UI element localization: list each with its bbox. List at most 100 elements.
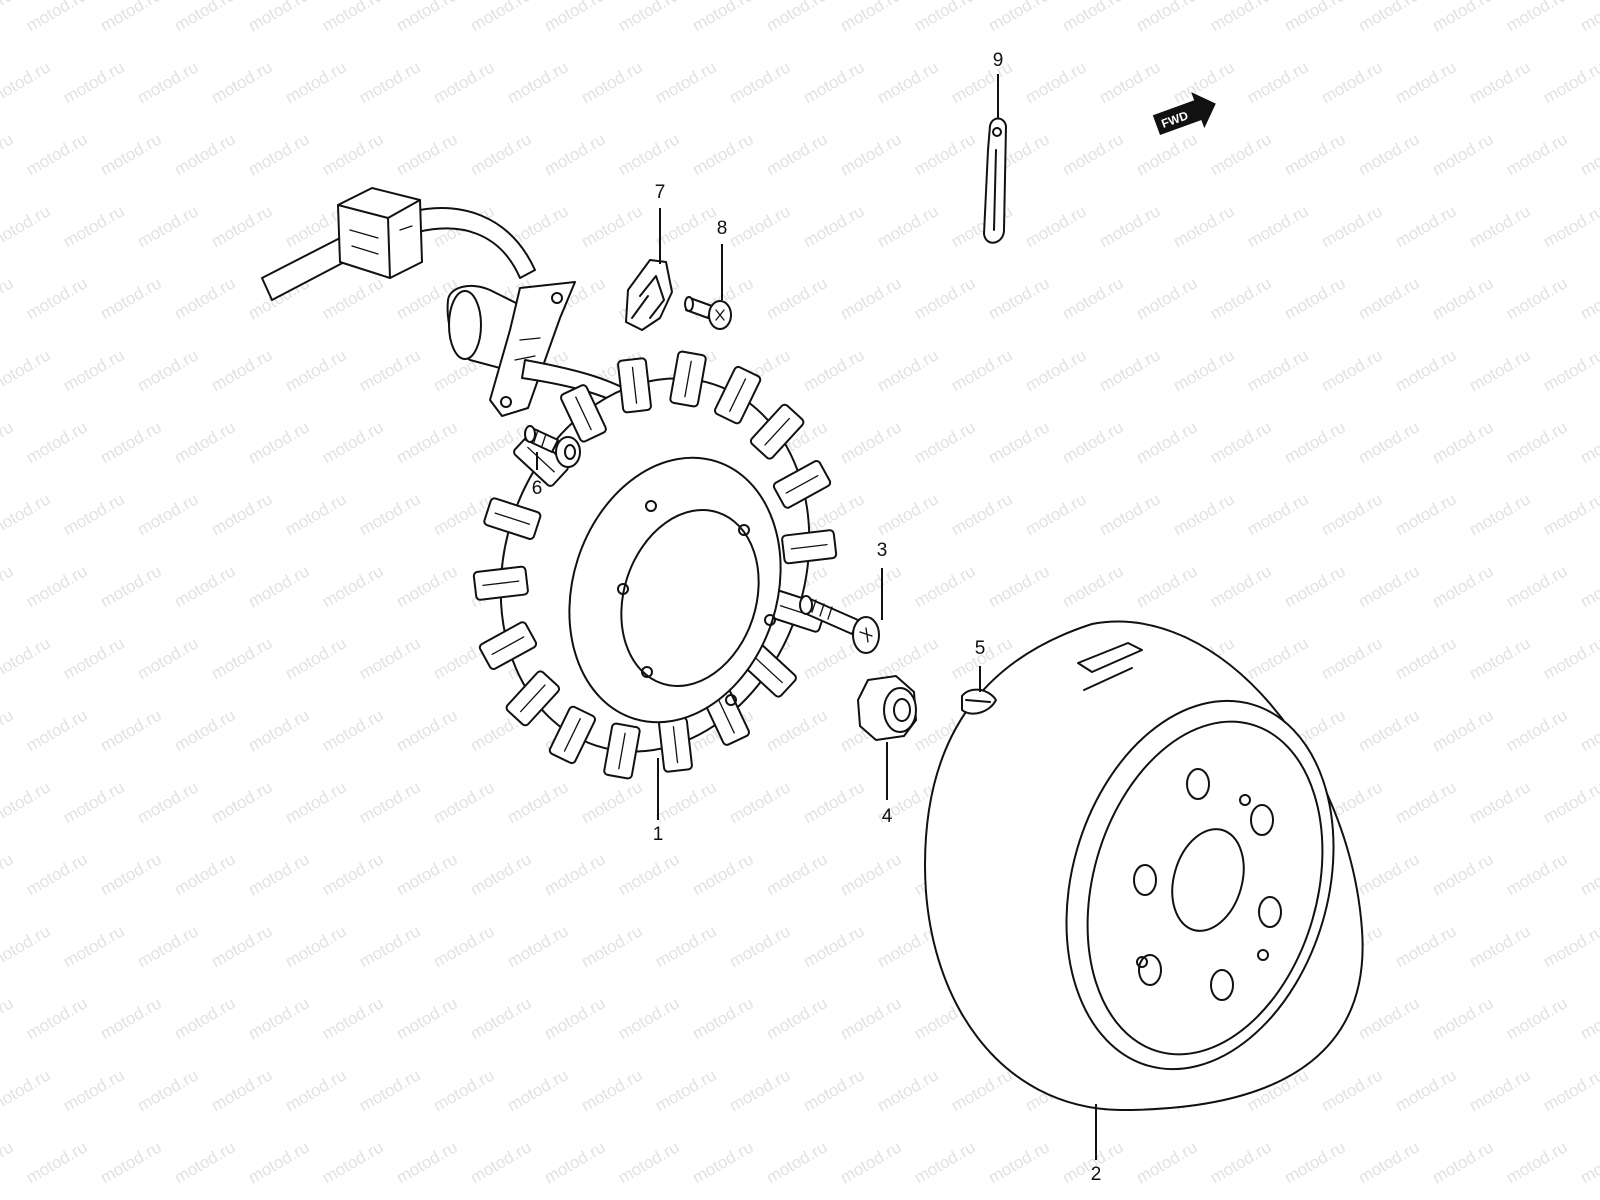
coil-winding-line <box>491 636 525 655</box>
watermark-text: motod.ru <box>430 777 498 827</box>
watermark-text: motod.ru <box>1466 489 1534 539</box>
watermark-text: motod.ru <box>911 0 979 35</box>
watermark-text: motod.ru <box>1318 1065 1386 1115</box>
callout-2: 2 <box>1091 1164 1102 1185</box>
watermark-text: motod.ru <box>1429 849 1497 899</box>
coil-winding-line <box>764 417 790 446</box>
wire-clip <box>983 117 1007 244</box>
watermark-text: motod.ru <box>1355 1137 1423 1187</box>
watermark-text: motod.ru <box>1429 417 1497 467</box>
watermark-text: motod.ru <box>1059 417 1127 467</box>
watermark-text: motod.ru <box>0 489 54 539</box>
watermark-text: motod.ru <box>356 777 424 827</box>
watermark-text: motod.ru <box>430 57 498 107</box>
watermark-text: motod.ru <box>800 345 868 395</box>
watermark-text: motod.ru <box>541 129 609 179</box>
watermark-text: motod.ru <box>1096 201 1164 251</box>
watermark-text: motod.ru <box>874 633 942 683</box>
watermark-text: motod.ru <box>60 1065 128 1115</box>
watermark-text: motod.ru <box>171 0 239 35</box>
watermark-text: motod.ru <box>1281 0 1349 35</box>
coil-winding-line <box>494 512 531 525</box>
watermark-text: motod.ru <box>1577 849 1600 899</box>
watermark-text: motod.ru <box>97 273 165 323</box>
watermark-text: motod.ru <box>763 129 831 179</box>
watermark-text: motod.ru <box>1429 705 1497 755</box>
watermark-text: motod.ru <box>578 201 646 251</box>
watermark-text: motod.ru <box>134 57 202 107</box>
watermark-text: motod.ru <box>134 1065 202 1115</box>
coil-winding-line <box>785 475 819 494</box>
watermark-text: motod.ru <box>1503 561 1571 611</box>
watermark-text: motod.ru <box>1059 129 1127 179</box>
watermark-text: motod.ru <box>208 921 276 971</box>
watermark-text: motod.ru <box>134 777 202 827</box>
watermark-text: motod.ru <box>1133 1137 1201 1187</box>
callout-9: 9 <box>993 50 1004 71</box>
watermark-text: motod.ru <box>319 993 387 1043</box>
watermark-text: motod.ru <box>615 1137 683 1187</box>
watermark-text: motod.ru <box>1281 273 1349 323</box>
watermark-text: motod.ru <box>1429 273 1497 323</box>
coil-winding-line <box>618 732 626 770</box>
watermark-text: motod.ru <box>356 57 424 107</box>
watermark-text: motod.ru <box>23 849 91 899</box>
watermark-text: motod.ru <box>60 921 128 971</box>
watermark-text: motod.ru <box>1133 129 1201 179</box>
watermark-text: motod.ru <box>245 1137 313 1187</box>
watermark-text: motod.ru <box>726 1065 794 1115</box>
watermark-text: motod.ru <box>208 57 276 107</box>
watermark-text: motod.ru <box>1281 561 1349 611</box>
watermark-text: motod.ru <box>60 633 128 683</box>
watermark-text: motod.ru <box>578 921 646 971</box>
watermark-text: motod.ru <box>1207 0 1275 35</box>
watermark-text: motod.ru <box>615 993 683 1043</box>
watermark-text: motod.ru <box>1133 0 1201 35</box>
watermark-text: motod.ru <box>578 1065 646 1115</box>
coil-winding-line <box>672 726 679 764</box>
watermark-text: motod.ru <box>1540 633 1600 683</box>
coil-winding-line <box>563 718 581 752</box>
watermark-text: motod.ru <box>1540 201 1600 251</box>
coil-winding-line <box>718 699 735 734</box>
watermark-text: motod.ru <box>171 129 239 179</box>
watermark-text: motod.ru <box>1170 489 1238 539</box>
watermark-text: motod.ru <box>356 345 424 395</box>
watermark-text: motod.ru <box>97 0 165 35</box>
callout-3: 3 <box>877 540 888 561</box>
watermark-text: motod.ru <box>1133 417 1201 467</box>
watermark-text: motod.ru <box>171 417 239 467</box>
watermark-text: motod.ru <box>467 1137 535 1187</box>
watermark-text: motod.ru <box>911 561 979 611</box>
watermark-text: motod.ru <box>208 489 276 539</box>
watermark-text: motod.ru <box>1244 57 1312 107</box>
watermark-text: motod.ru <box>837 993 905 1043</box>
watermark-text: motod.ru <box>800 57 868 107</box>
watermark-text: motod.ru <box>1577 273 1600 323</box>
watermark-text: motod.ru <box>541 993 609 1043</box>
watermark-text: motod.ru <box>171 705 239 755</box>
watermark-text: motod.ru <box>245 561 313 611</box>
watermark-text: motod.ru <box>1540 1065 1600 1115</box>
watermark-text: motod.ru <box>208 1065 276 1115</box>
watermark-text: motod.ru <box>245 129 313 179</box>
watermark-text: motod.ru <box>23 273 91 323</box>
watermark-text: motod.ru <box>1577 561 1600 611</box>
watermark-text: motod.ru <box>171 561 239 611</box>
watermark-text: motod.ru <box>1466 345 1534 395</box>
watermark-text: motod.ru <box>23 129 91 179</box>
watermark-text: motod.ru <box>1577 705 1600 755</box>
watermark-text: motod.ru <box>1207 417 1275 467</box>
watermark-text: motod.ru <box>1318 201 1386 251</box>
watermark-text: motod.ru <box>208 345 276 395</box>
callout-1: 1 <box>653 824 664 845</box>
watermark-text: motod.ru <box>0 345 54 395</box>
coil-winding-line <box>482 580 520 587</box>
watermark-text: motod.ru <box>1022 201 1090 251</box>
callout-7: 7 <box>655 182 666 203</box>
watermark-text: motod.ru <box>60 57 128 107</box>
watermark-text: motod.ru <box>282 777 350 827</box>
watermark-text: motod.ru <box>1540 57 1600 107</box>
